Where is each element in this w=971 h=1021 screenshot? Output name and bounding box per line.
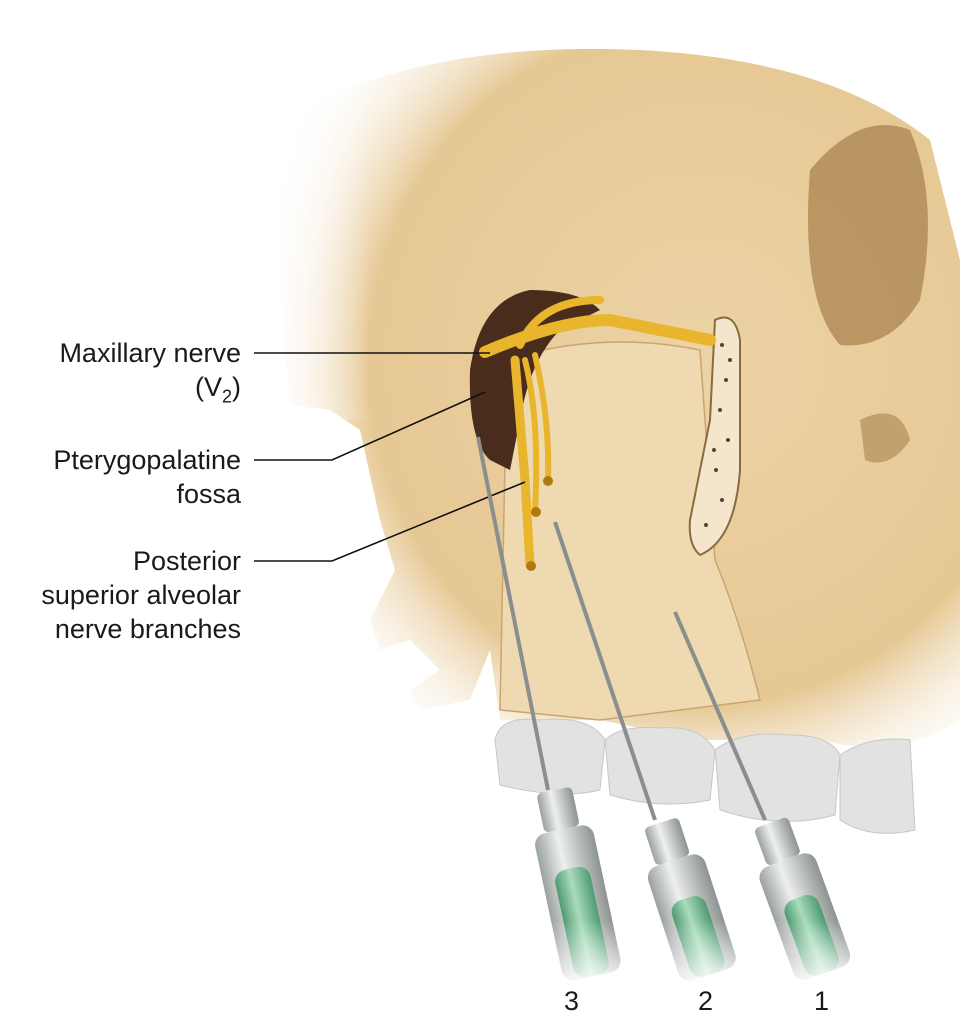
v-prefix: (V	[194, 372, 222, 402]
v-suffix: )	[232, 372, 241, 402]
maxilla	[499, 341, 761, 721]
maxillary-nerve	[479, 296, 716, 570]
label-line: superior alveolar	[41, 580, 241, 610]
needle-number-3: 3	[564, 986, 580, 1016]
v-subscript: 2	[221, 386, 232, 407]
label-pterygopalatine-fossa: Pterygopalatine fossa	[53, 443, 241, 511]
needle-number-2: 2	[698, 986, 714, 1016]
label-line: fossa	[176, 479, 241, 509]
label-line: Maxillary nerve	[59, 338, 241, 368]
label-line: nerve branches	[54, 614, 241, 644]
label-line: Pterygopalatine	[53, 445, 241, 475]
teeth	[494, 718, 916, 834]
orbit	[808, 125, 928, 346]
skull	[250, 48, 960, 747]
nerve-foramina	[526, 476, 553, 571]
pterygopalatine-fossa	[469, 290, 600, 470]
label-line: (V2)	[59, 370, 241, 413]
syringe-fade	[470, 920, 910, 990]
label-line: Posterior	[132, 546, 241, 576]
leader-lines	[254, 352, 526, 562]
zygomatic-section	[688, 316, 741, 557]
needle-number-1: 1	[814, 986, 830, 1016]
label-psa-branches: Posterior superior alveolar nerve branch…	[41, 544, 241, 646]
label-maxillary-nerve: Maxillary nerve (V2)	[59, 336, 241, 413]
